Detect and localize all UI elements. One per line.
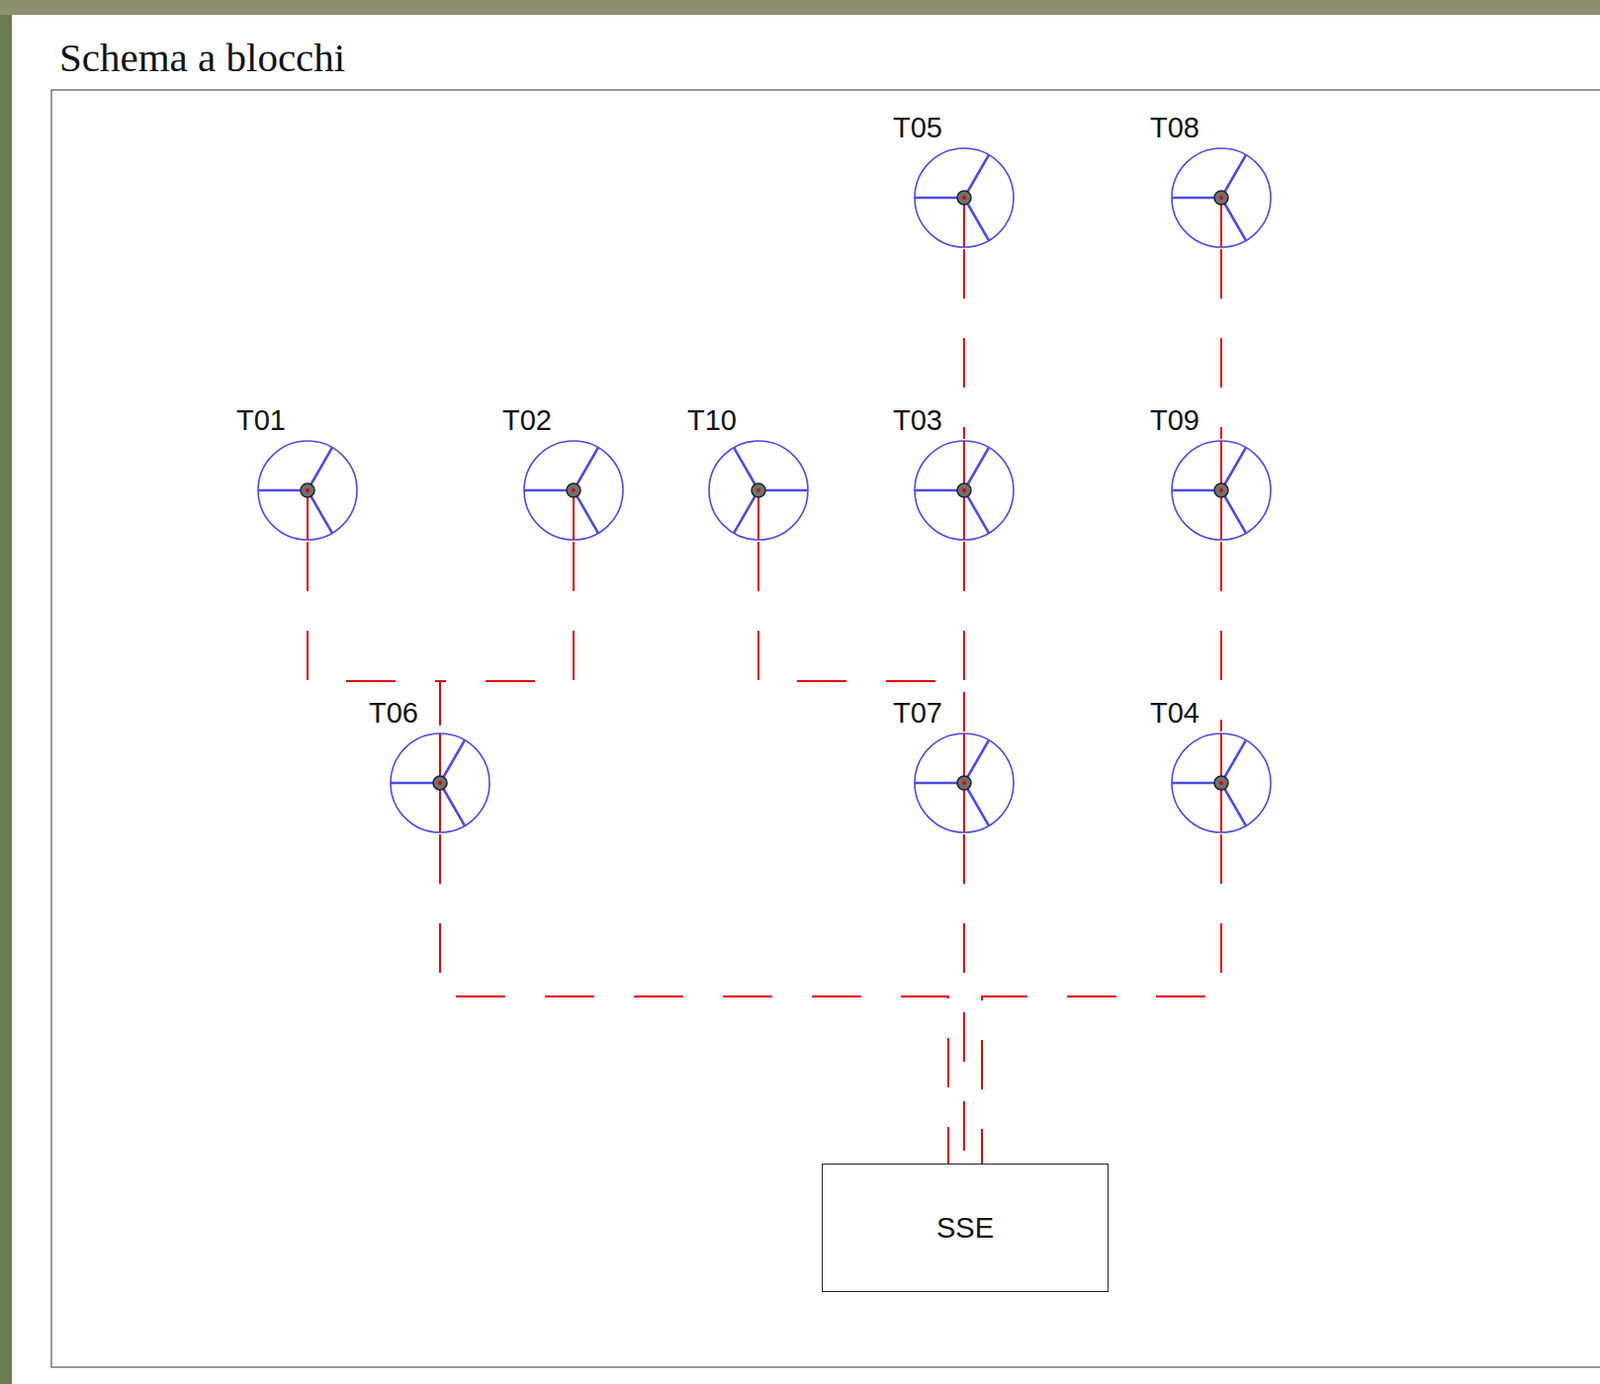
hub-dot <box>962 488 967 493</box>
hub-dot <box>438 781 443 786</box>
hub-dot <box>571 488 576 493</box>
turbine-symbol <box>912 439 1016 542</box>
cable-connector <box>963 249 966 440</box>
rotor-circle <box>1171 441 1271 540</box>
cable-stem <box>439 733 442 833</box>
hub <box>957 190 972 205</box>
cable-connector <box>981 834 1222 1164</box>
hub-dot <box>1219 488 1224 493</box>
turbine-node: T03 <box>892 403 1022 546</box>
hub <box>566 483 581 498</box>
cable-stem <box>963 733 966 833</box>
cable-connector <box>963 834 966 1164</box>
cable-connector <box>1220 249 1223 440</box>
rotor-circle <box>1171 148 1271 248</box>
hub <box>957 776 972 791</box>
rotor-circle <box>914 441 1014 540</box>
turbine-symbol <box>256 439 359 542</box>
hub <box>957 483 972 498</box>
turbine-symbol <box>1169 146 1273 250</box>
hub <box>1214 776 1229 791</box>
turbine-node: T07 <box>892 696 1022 839</box>
turbine-node: T05 <box>892 110 1022 254</box>
turbine-label: T02 <box>502 403 552 438</box>
turbine-label: T08 <box>1150 110 1200 145</box>
turbine-label: T07 <box>892 696 943 730</box>
turbine-label: T10 <box>687 403 737 438</box>
aerial-strip <box>0 0 12 1384</box>
hub-dot <box>1219 195 1224 200</box>
rotor-circle <box>258 441 357 540</box>
turbine-node: T06 <box>368 696 498 839</box>
hub-dot <box>756 488 761 493</box>
hub <box>300 483 315 498</box>
turbine-node: T04 <box>1150 696 1279 839</box>
turbine-node: T01 <box>236 403 365 546</box>
rotor-circle <box>524 441 623 540</box>
diagram-title: Schema a blocchi <box>59 33 346 82</box>
hub-dot <box>305 488 310 493</box>
turbine-symbol <box>388 731 492 835</box>
cable-connector <box>963 541 966 732</box>
hub-dot <box>962 781 967 786</box>
turbine-label: T09 <box>1150 403 1200 438</box>
turbine-symbol <box>912 731 1016 835</box>
turbine-node: T02 <box>502 403 631 546</box>
turbine-label: T01 <box>236 403 286 438</box>
hub-dot <box>962 195 967 200</box>
turbine-node: T10 <box>687 403 816 546</box>
rotor-circle <box>914 148 1014 248</box>
turbine-symbol <box>1169 439 1273 542</box>
turbine-label: T05 <box>892 110 943 145</box>
turbine-symbol <box>707 439 810 542</box>
cable-connector <box>1220 541 1223 732</box>
turbine-symbol <box>522 439 625 542</box>
turbine-label: T06 <box>368 696 419 730</box>
hub <box>1214 483 1229 498</box>
cable-connector <box>440 834 949 1164</box>
turbine-label: T03 <box>892 403 943 438</box>
substation-box: SSE <box>821 1163 1109 1293</box>
rotor-circle <box>390 733 490 833</box>
turbine-node: T09 <box>1150 403 1279 546</box>
hub-dot <box>1219 781 1224 786</box>
aerial-strip <box>0 0 1600 15</box>
cable-connector <box>440 541 574 732</box>
turbine-symbol <box>1169 731 1273 835</box>
cable-stem <box>1220 733 1223 833</box>
turbine-label: T04 <box>1150 696 1200 730</box>
cable-stem <box>963 441 966 540</box>
hub <box>433 776 447 791</box>
cable-connector <box>758 541 965 732</box>
cable-connector <box>307 541 441 732</box>
rotor-circle <box>914 733 1014 833</box>
substation-label: SSE <box>936 1211 994 1245</box>
rotor-circle <box>1171 733 1271 833</box>
hub <box>1214 190 1229 205</box>
rotor-circle <box>709 441 808 540</box>
turbine-node: T08 <box>1150 110 1279 254</box>
turbine-symbol <box>912 146 1016 250</box>
diagram-frame <box>51 89 1600 1368</box>
cable-stem <box>1220 441 1223 540</box>
hub <box>751 483 766 498</box>
